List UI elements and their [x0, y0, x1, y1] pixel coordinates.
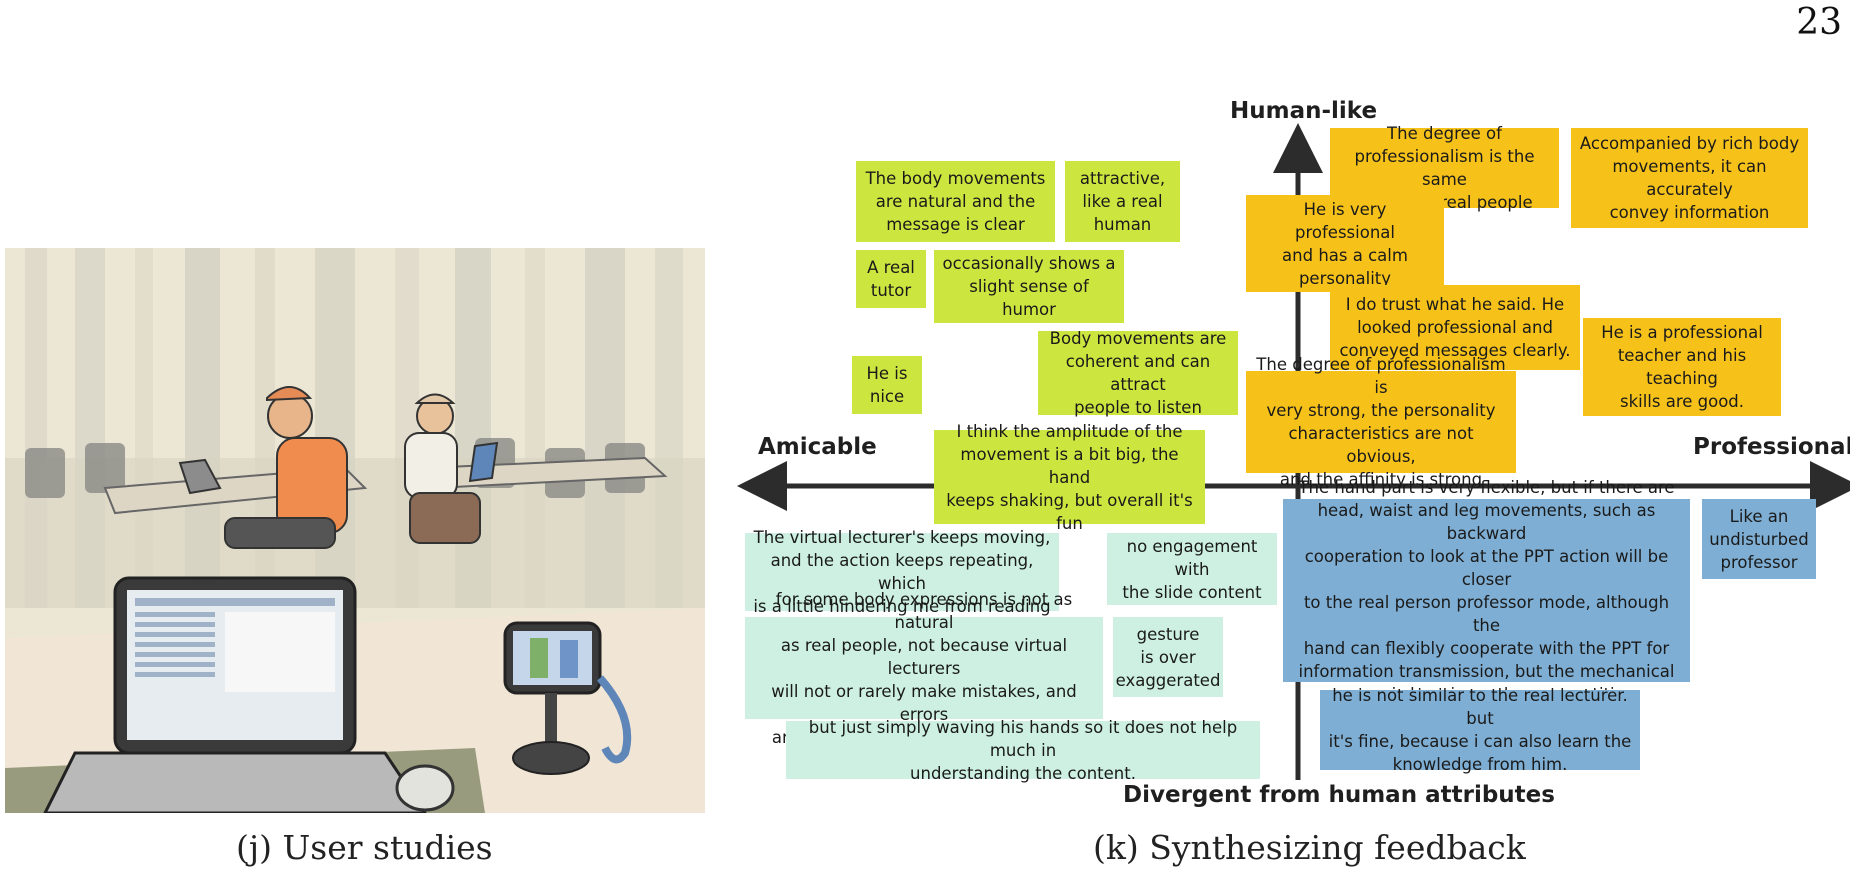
axis-label-divergent: Divergent from human attributes: [1123, 782, 1555, 808]
note-hand-flexible: The hand part is very flexible, but if t…: [1283, 478, 1690, 704]
note-very-professional: He is very professional and has a calm p…: [1246, 195, 1444, 292]
caption-synthesizing-feedback: (k) Synthesizing feedback: [1093, 828, 1526, 867]
note-rich-movements: Accompanied by rich body movements, it c…: [1571, 128, 1808, 228]
user-study-illustration: [5, 248, 705, 813]
note-professionalism-strong: The degree of professionalism is very st…: [1246, 355, 1516, 489]
note-professionalism-same: The degree of professionalism is the sam…: [1330, 124, 1559, 212]
note-body-expressions: for some body expressions is not as natu…: [745, 590, 1103, 747]
note-keeps-moving: The virtual lecturer's keeps moving, and…: [745, 528, 1059, 616]
axis-label-amicable: Amicable: [758, 434, 877, 460]
axis-label-professional: Professional: [1693, 434, 1850, 460]
note-coherent-movements: Body movements are coherent and can attr…: [1038, 329, 1238, 417]
note-real-tutor: A real tutor: [856, 250, 926, 308]
note-professional-teacher: He is a professional teacher and his tea…: [1583, 318, 1781, 416]
note-amplitude: I think the amplitude of the movement is…: [934, 422, 1205, 533]
note-attractive: attractive, like a real human: [1065, 161, 1180, 242]
note-waving-hands: but just simply waving his hands so it d…: [786, 718, 1260, 783]
note-nice: He is nice: [852, 356, 922, 414]
page-number: 23: [1796, 2, 1842, 43]
note-undisturbed-professor: Like an undisturbed professor: [1702, 499, 1816, 579]
note-gesture-exaggerated: gesture is over exaggerated: [1113, 617, 1223, 697]
note-no-engagement: no engagement with the slide content: [1107, 533, 1277, 605]
note-trust: I do trust what he said. He looked profe…: [1330, 285, 1580, 370]
note-natural-movements: The body movements are natural and the m…: [856, 161, 1055, 242]
note-not-similar: he is not similar to the real lecturer. …: [1320, 686, 1640, 774]
caption-user-studies: (j) User studies: [236, 828, 493, 867]
note-humor: occasionally shows a slight sense of hum…: [934, 250, 1124, 323]
axis-label-human-like: Human-like: [1230, 98, 1378, 124]
